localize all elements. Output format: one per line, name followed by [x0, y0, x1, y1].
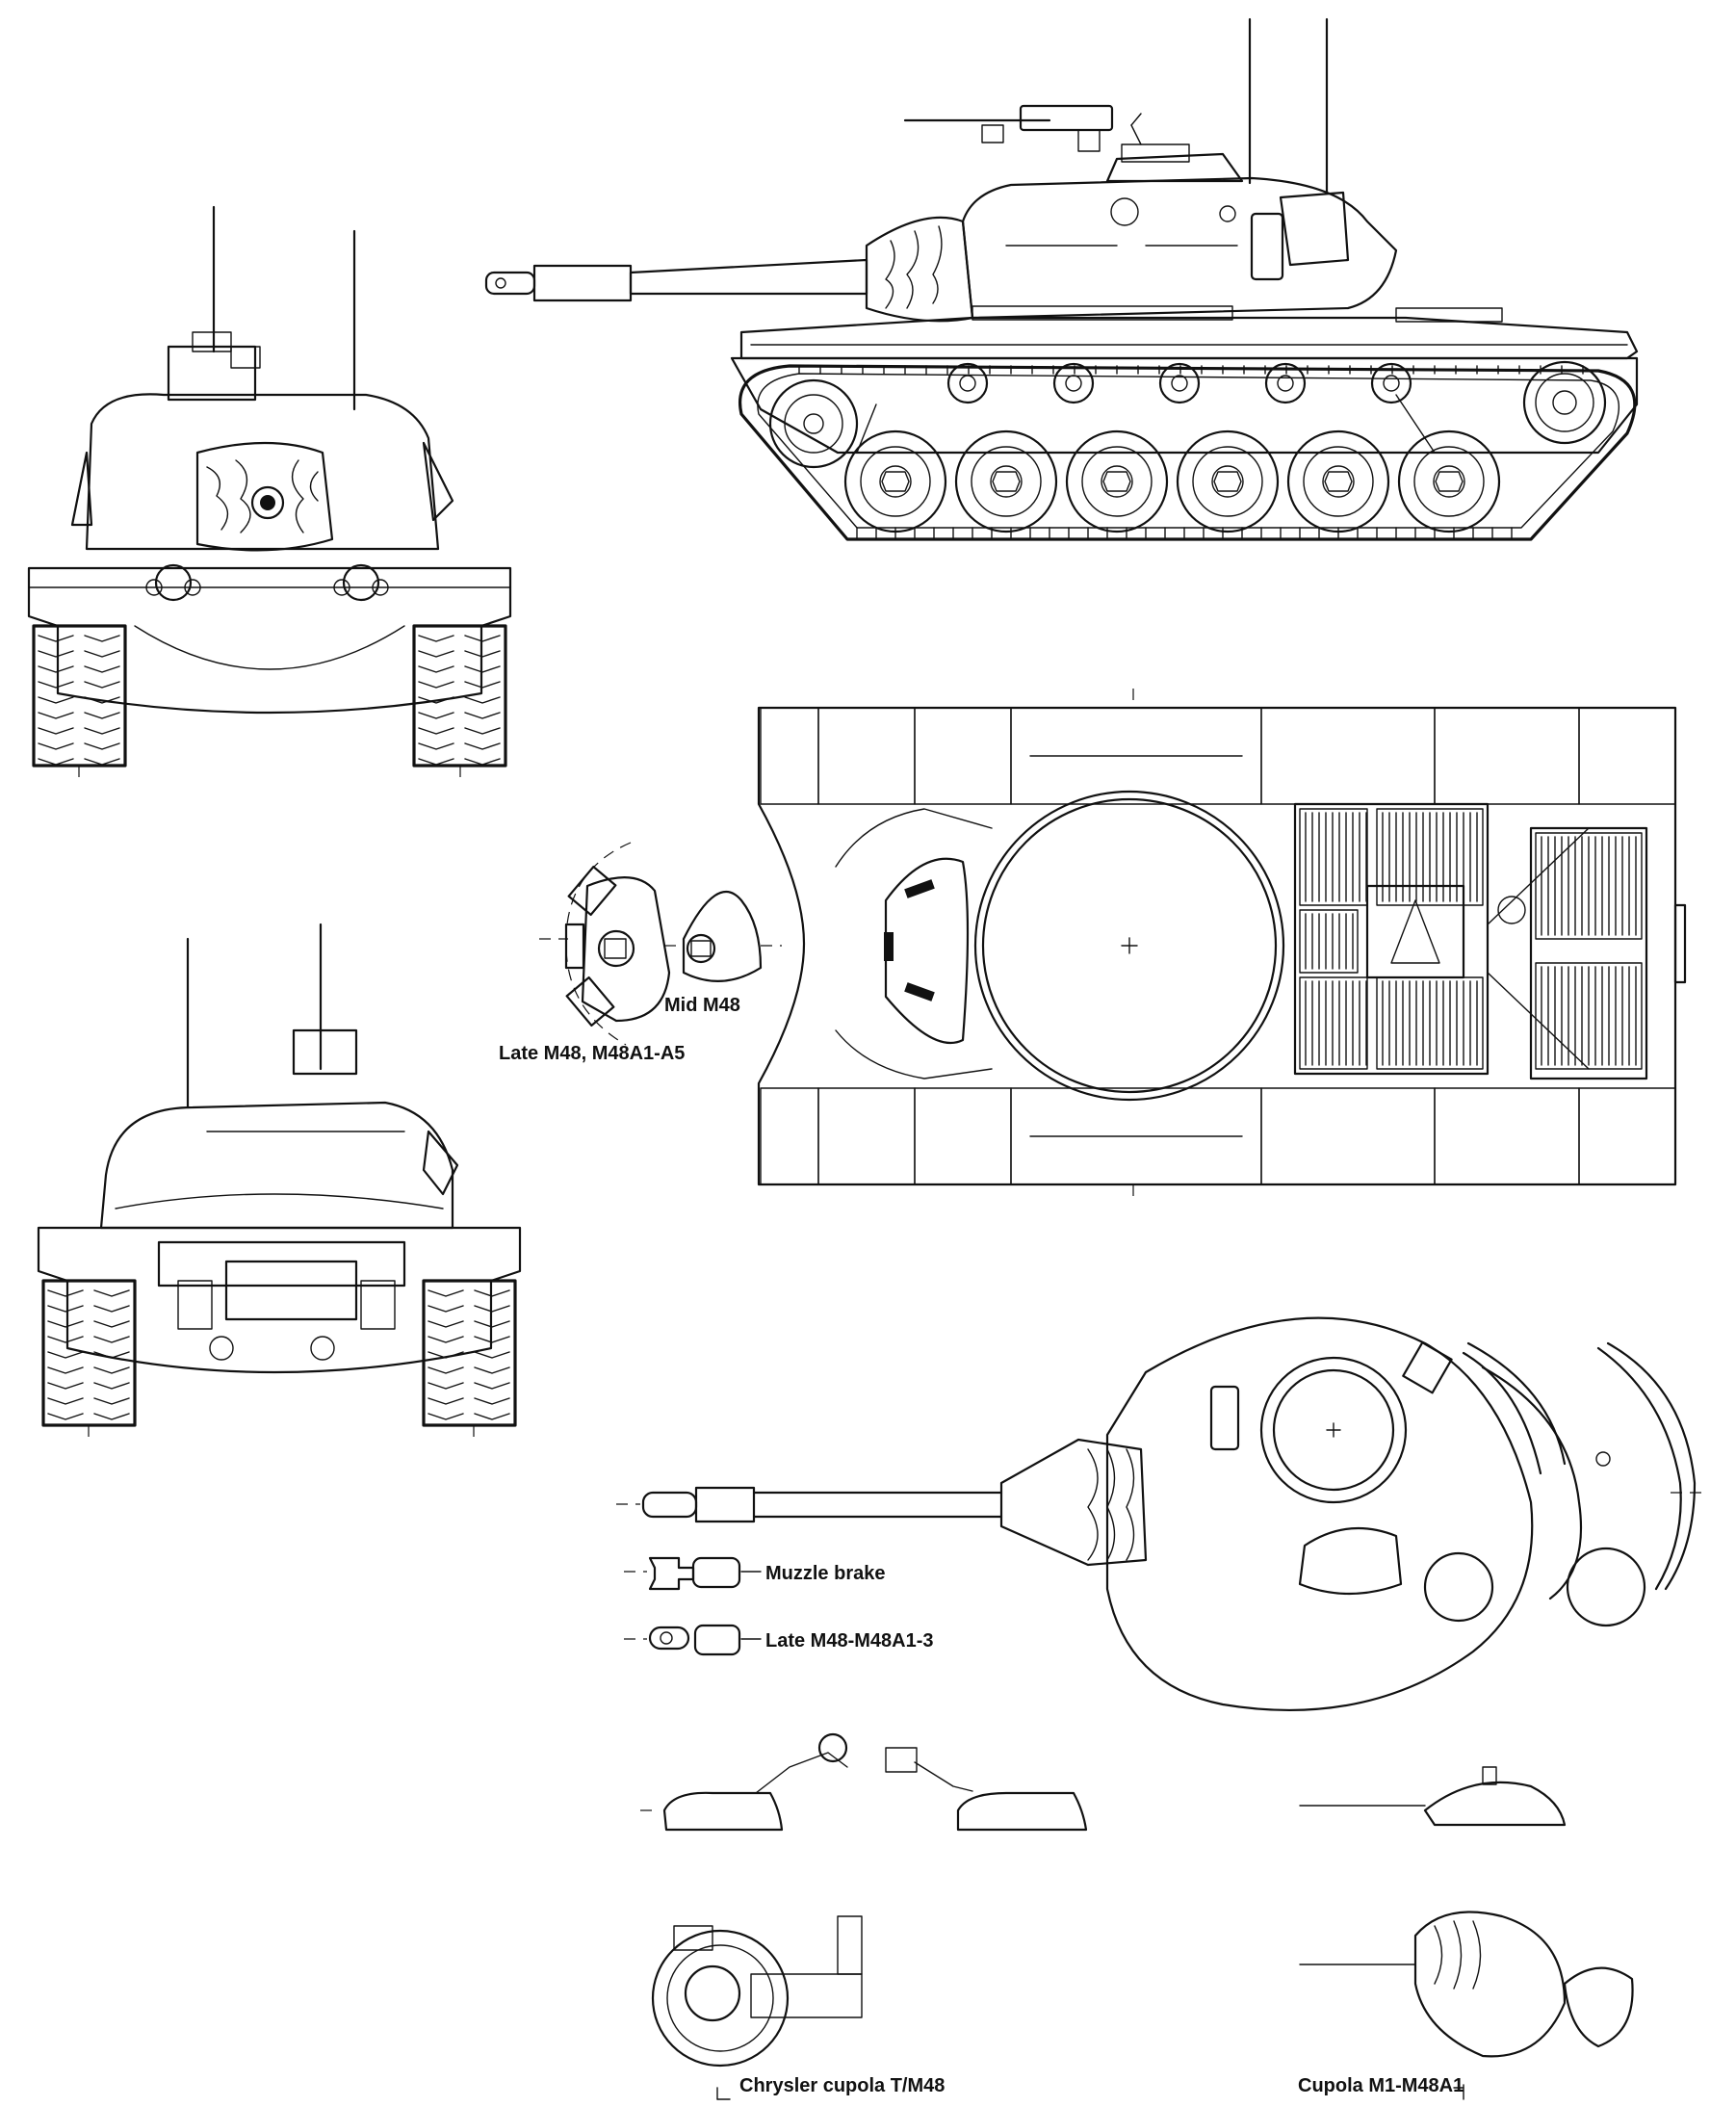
top-view-turret [616, 1316, 1704, 1712]
chrysler-cupola-details: Chrysler cupola T/M48 [640, 1732, 1088, 2100]
mid-m48-hatch [664, 890, 782, 982]
rear-engine-door [224, 1260, 358, 1321]
m1-cupola-details: Cupola M1-M48A1 [1298, 1766, 1634, 2100]
late-muzzle-sketch [648, 1626, 690, 1651]
top-turret-cupola [1259, 1356, 1408, 1504]
top-view-hull [757, 689, 1687, 1204]
top-turret-outline [1105, 1316, 1534, 1712]
muzzle-brake-sketch [648, 1556, 695, 1591]
top-turret-ring [973, 790, 1285, 1102]
rear-grille [157, 1240, 406, 1288]
hatch-details: Mid M48 Late M48, M48A1-A5 [499, 842, 782, 1064]
side-muzzle [484, 271, 536, 296]
side-gun-barrel [629, 258, 868, 296]
rear-hull [37, 1226, 522, 1374]
side-track [738, 364, 1637, 541]
label-late-m48-a1-3: Late M48-M48A1-3 [765, 1630, 934, 1652]
front-mantlet [195, 441, 334, 552]
top-mantlet [999, 1438, 1148, 1567]
front-view [27, 205, 512, 785]
side-fender [739, 316, 1639, 360]
label-chrysler-cupola: Chrysler cupola T/M48 [739, 2075, 945, 2096]
muzzle-details: Muzzle brake Late M48-M48A1-3 [624, 1556, 934, 1656]
side-hull [730, 356, 1639, 455]
side-cupola [1105, 152, 1244, 183]
top-hull-outline [757, 706, 1677, 1186]
top-driver-hatch [884, 857, 970, 1045]
front-cupola [167, 345, 257, 402]
side-view [484, 17, 1639, 541]
label-muzzle-brake: Muzzle brake [765, 1563, 885, 1584]
side-turret [961, 176, 1398, 320]
top-muzzle [641, 1491, 698, 1519]
front-track-left [32, 624, 127, 767]
front-turret [85, 393, 440, 551]
side-idler-wheel [768, 378, 859, 469]
label-cupola-m1: Cupola M1-M48A1 [1298, 2075, 1464, 2096]
rear-view [37, 923, 522, 1444]
label-mid-m48: Mid M48 [664, 995, 740, 1016]
late-m48-hatch [539, 842, 671, 1046]
rear-turret [99, 1101, 454, 1230]
front-track-right [412, 624, 507, 767]
side-bore-evacuator [532, 264, 633, 302]
top-engine-deck [1293, 802, 1490, 1076]
rear-track-right [422, 1279, 517, 1427]
side-mantlet [865, 216, 974, 323]
side-drive-sprocket [1522, 360, 1607, 445]
rear-cupola [292, 1028, 358, 1076]
front-hull [27, 566, 512, 715]
label-late-m48-a1-a5: Late M48, M48A1-A5 [499, 1043, 685, 1064]
